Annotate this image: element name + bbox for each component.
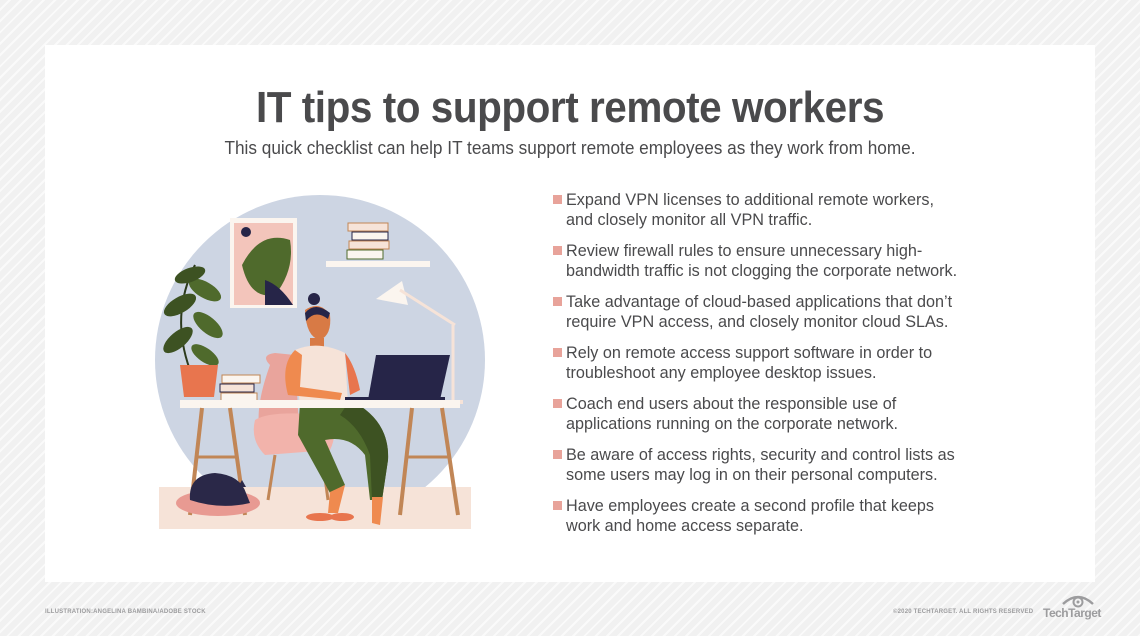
logo-text: TechTarget [1043,606,1101,620]
tips-list: Expand VPN licenses to additional remote… [553,190,1033,547]
square-bullet-icon [553,297,562,306]
square-bullet-icon [553,246,562,255]
tip-item: Have employees create a second profile t… [553,496,1033,536]
square-bullet-icon [553,195,562,204]
square-bullet-icon [553,450,562,459]
tip-item: Take advantage of cloud-based applicatio… [553,292,1033,332]
techtarget-logo: TechTarget [1043,592,1101,620]
tip-item: Rely on remote access support software i… [553,343,1033,383]
square-bullet-icon [553,348,562,357]
square-bullet-icon [553,501,562,510]
page-subtitle: This quick checklist can help IT teams s… [224,137,916,158]
page-title: IT tips to support remote workers [255,83,885,132]
tip-item: Expand VPN licenses to additional remote… [553,190,1033,230]
remote-worker-illustration [155,195,485,529]
copyright-notice: ©2020 TECHTARGET. ALL RIGHTS RESERVED [893,609,1034,615]
illustration-credit: ILLUSTRATION:ANGELINA BAMBINA/ADOBE STOC… [45,609,206,615]
tip-item: Coach end users about the responsible us… [553,394,1033,434]
infographic-card: IT tips to support remote workers This q… [45,45,1095,582]
tip-item: Be aware of access rights, security and … [553,445,1033,485]
eye-icon [1062,595,1094,608]
square-bullet-icon [553,399,562,408]
tip-item: Review firewall rules to ensure unnecess… [553,241,1033,281]
